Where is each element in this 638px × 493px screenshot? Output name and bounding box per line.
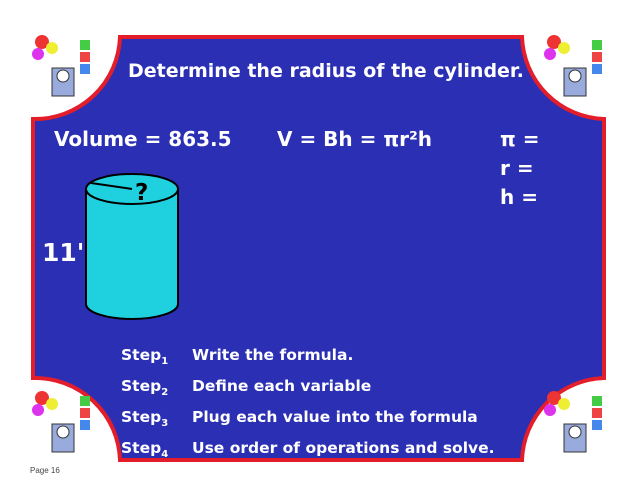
step-row: Step2 Define each variable [121, 374, 495, 405]
r-variable: r = [500, 156, 534, 180]
step-row: Step4 Use order of operations and solve. [121, 436, 495, 467]
step-label: Step1 [121, 346, 169, 368]
height-label: 11' [42, 238, 85, 267]
step-label: Step4 [121, 439, 169, 461]
volume-label: Volume = 863.5 [54, 127, 232, 151]
balloon-robot-icon [32, 391, 90, 453]
steps-list: Step1 Write the formula. Step2 Define ea… [121, 343, 495, 467]
cylinder-figure [85, 173, 179, 320]
balloon-robot-icon [544, 391, 602, 453]
h-variable: h = [500, 185, 538, 209]
balloon-robot-icon [32, 35, 90, 97]
step-text: Plug each value into the formula [192, 408, 478, 427]
pi-variable: π = [500, 127, 540, 151]
balloon-robot-icon [544, 35, 602, 97]
step-label: Step2 [121, 377, 169, 399]
step-row: Step1 Write the formula. [121, 343, 495, 374]
page-number: Page 16 [30, 466, 60, 475]
radius-question-mark: ? [135, 180, 149, 206]
step-row: Step3 Plug each value into the formula [121, 405, 495, 436]
slide-title: Determine the radius of the cylinder. [128, 60, 524, 82]
step-text: Write the formula. [192, 346, 354, 364]
step-text: Use order of operations and solve. [192, 439, 495, 458]
cylinder-formula: V = Bh = πr²h [277, 127, 433, 151]
step-text: Define each variable [192, 377, 372, 396]
step-label: Step3 [121, 408, 169, 430]
